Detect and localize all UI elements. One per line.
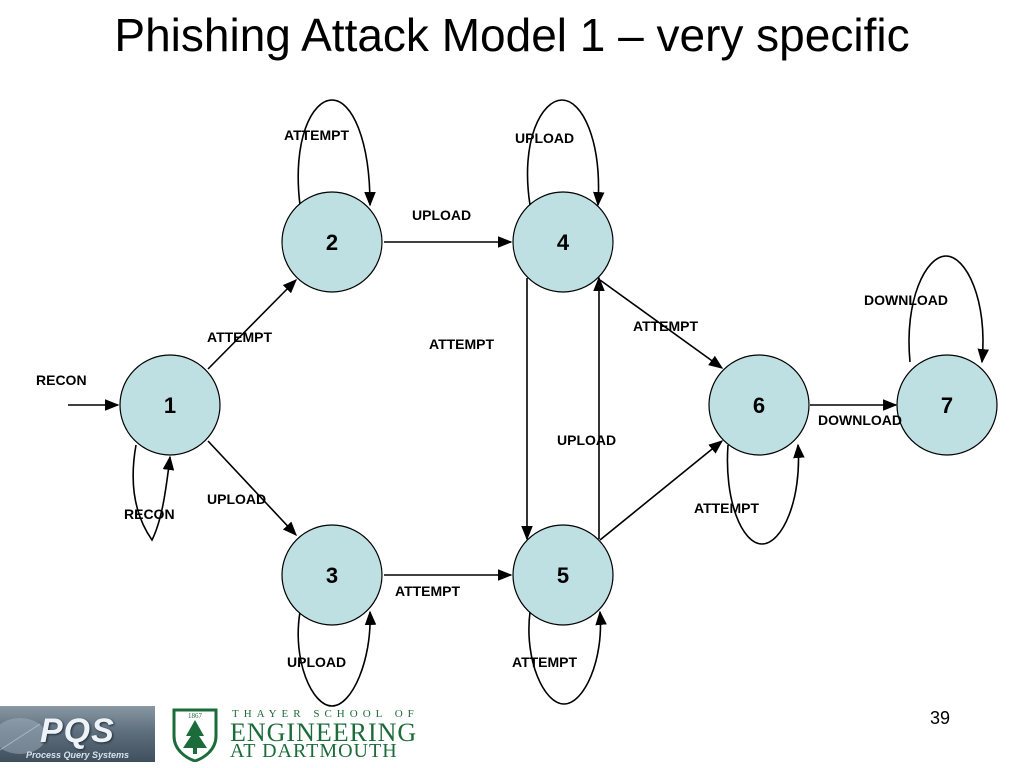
label-edge-6-7: DOWNLOAD [818, 412, 902, 428]
node-3-label: 3 [326, 563, 338, 588]
label-edge-4-5: ATTEMPT [429, 336, 495, 352]
pqs-logo: PQS Process Query Systems [0, 706, 155, 762]
loop-6 [726, 443, 805, 545]
label-edge-4-4: UPLOAD [515, 130, 574, 146]
dartmouth-shield-icon: 1867 [172, 708, 218, 762]
node-5-circle [512, 524, 614, 626]
thayer-line2: ENGINEERING [230, 718, 418, 747]
node-1-label: 1 [164, 393, 176, 418]
label-edge-3-5: ATTEMPT [395, 583, 461, 599]
thayer-line1: THAYER SCHOOL OF [232, 708, 419, 720]
label-edge-1-3: UPLOAD [207, 491, 266, 507]
node-2-label: 2 [326, 230, 338, 255]
edge-1-3 [207, 440, 297, 537]
slide-title: Phishing Attack Model 1 – very specific [114, 9, 910, 61]
node-3: 3 [281, 524, 383, 626]
label-edge-1-2: ATTEMPT [207, 329, 273, 345]
node-4: 4 [512, 191, 614, 293]
edge-1-2 [207, 278, 298, 370]
page-number: 39 [930, 708, 951, 728]
label-edge-4-6: ATTEMPT [633, 318, 699, 334]
edges [68, 236, 898, 581]
edge-4-6 [599, 279, 724, 369]
node-6-label: 6 [753, 393, 765, 418]
loop-2 [297, 99, 376, 207]
node-2: 2 [281, 191, 383, 293]
node-1-circle [119, 354, 221, 456]
self-loops [132, 99, 989, 707]
edge-5-6 [599, 440, 724, 541]
node-5: 5 [512, 524, 614, 626]
node-7-label: 7 [941, 393, 953, 418]
node-4-circle [512, 191, 614, 293]
shield-year: 1867 [188, 712, 203, 720]
edge-labels: RECON RECON ATTEMPT UPLOAD ATTEMPT UPLOA… [36, 127, 948, 670]
label-edge-1-1: RECON [124, 506, 175, 522]
node-7: 7 [896, 354, 998, 456]
pqs-logo-subtitle: Process Query Systems [26, 750, 130, 760]
label-edge-start-1: RECON [36, 372, 87, 388]
loop-7 [908, 255, 989, 364]
node-6-circle [708, 354, 810, 456]
label-edge-2-2: ATTEMPT [284, 127, 350, 143]
thayer-logo: 1867 THAYER SCHOOL OF ENGINEERING AT DAR… [170, 706, 430, 762]
loop-3 [297, 610, 377, 707]
label-edge-3-3: UPLOAD [287, 654, 346, 670]
loop-4 [526, 99, 605, 207]
node-5-label: 5 [557, 563, 569, 588]
loop-1 [132, 444, 175, 542]
node-4-label: 4 [557, 230, 570, 255]
label-edge-7-7: DOWNLOAD [864, 292, 948, 308]
node-7-circle [896, 354, 998, 456]
node-2-circle [281, 191, 383, 293]
label-edge-2-4: UPLOAD [412, 207, 471, 223]
node-3-circle [281, 524, 383, 626]
label-edge-5-5: ATTEMPT [512, 654, 578, 670]
pqs-decoration [0, 718, 46, 754]
label-edge-5-4: UPLOAD [557, 432, 616, 448]
node-6: 6 [708, 354, 810, 456]
node-1: 1 [119, 354, 221, 456]
nodes: 1 2 3 4 5 6 7 [119, 191, 998, 626]
loop-5 [528, 610, 607, 705]
thayer-line3: AT DARTMOUTH [230, 740, 398, 762]
label-edge-6-6: ATTEMPT [694, 500, 760, 516]
pqs-logo-text: PQS [40, 712, 115, 750]
